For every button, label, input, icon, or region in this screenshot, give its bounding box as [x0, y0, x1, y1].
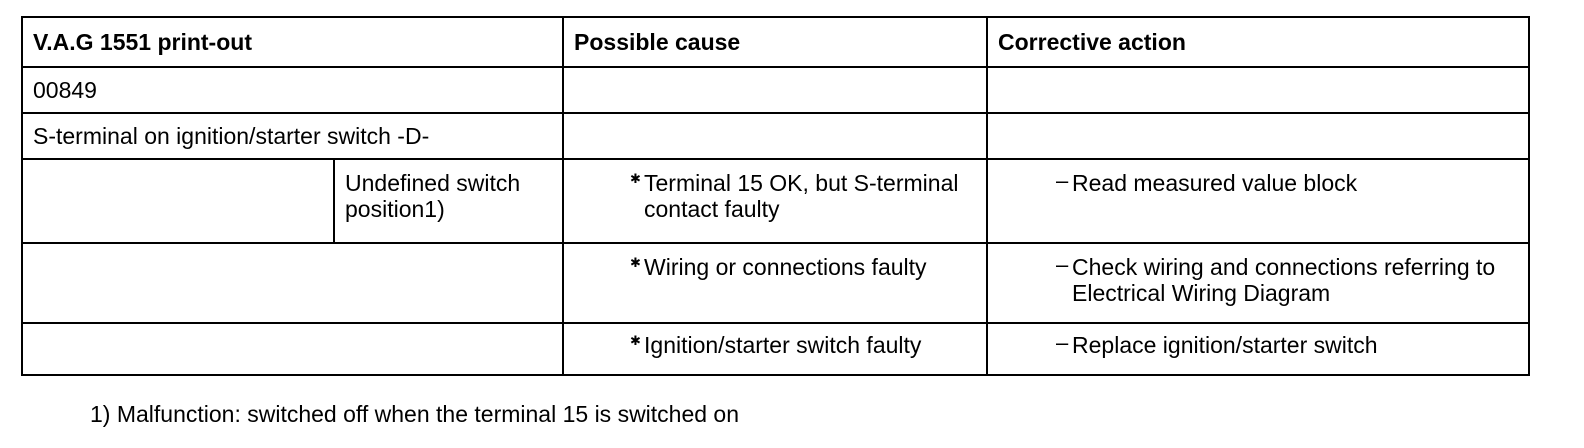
- condition-cell: Undefined switch position1): [332, 158, 565, 244]
- header-row: V.A.G 1551 print-out Possible cause Corr…: [20, 16, 1531, 68]
- action-text: Read measured value block: [1072, 170, 1358, 196]
- component-name: S-terminal on ignition/starter switch -D…: [20, 112, 565, 160]
- header-printout: V.A.G 1551 print-out: [20, 16, 565, 68]
- header-cause: Possible cause: [562, 16, 989, 68]
- empty-cell: [562, 66, 989, 114]
- cause-cell: ✱ Ignition/starter switch faulty: [562, 322, 989, 376]
- cause-text: Wiring or connections faulty: [644, 254, 927, 280]
- dash-icon: –: [1056, 168, 1069, 193]
- dash-icon: –: [1056, 252, 1069, 277]
- cause-cell: ✱ Terminal 15 OK, but S-terminal contact…: [562, 158, 989, 244]
- cause-text: Ignition/starter switch faulty: [644, 332, 922, 358]
- empty-cell: [21, 158, 335, 244]
- component-row: S-terminal on ignition/starter switch -D…: [20, 112, 1531, 160]
- empty-cell: [562, 112, 989, 160]
- star-bullet-icon: ✱: [630, 255, 641, 270]
- star-bullet-icon: ✱: [630, 333, 641, 348]
- fault-code: 00849: [20, 66, 565, 114]
- action-text: Check wiring and connections referring t…: [1072, 254, 1496, 306]
- table-row: ✱ Ignition/starter switch faulty – Repla…: [20, 322, 1531, 376]
- action-cell: – Check wiring and connections referring…: [986, 242, 1531, 324]
- table-row: ✱ Wiring or connections faulty – Check w…: [20, 242, 1531, 324]
- table-row: Undefined switch position1) ✱ Terminal 1…: [21, 158, 1531, 244]
- condition-cell: [20, 322, 565, 376]
- empty-cell: [986, 66, 1531, 114]
- cause-cell: ✱ Wiring or connections faulty: [562, 242, 989, 324]
- condition-cell: [20, 242, 565, 324]
- action-text: Replace ignition/starter switch: [1072, 332, 1378, 358]
- star-bullet-icon: ✱: [630, 171, 641, 186]
- fault-code-row: 00849: [20, 66, 1531, 114]
- empty-cell: [986, 112, 1531, 160]
- header-action: Corrective action: [986, 16, 1531, 68]
- footnote: 1) Malfunction: switched off when the te…: [90, 401, 740, 427]
- action-cell: – Read measured value block: [986, 158, 1531, 244]
- cause-text: Terminal 15 OK, but S-terminal contact f…: [644, 170, 959, 222]
- action-cell: – Replace ignition/starter switch: [986, 322, 1531, 376]
- dash-icon: –: [1056, 330, 1069, 355]
- fault-table: V.A.G 1551 print-out Possible cause Corr…: [20, 16, 1531, 376]
